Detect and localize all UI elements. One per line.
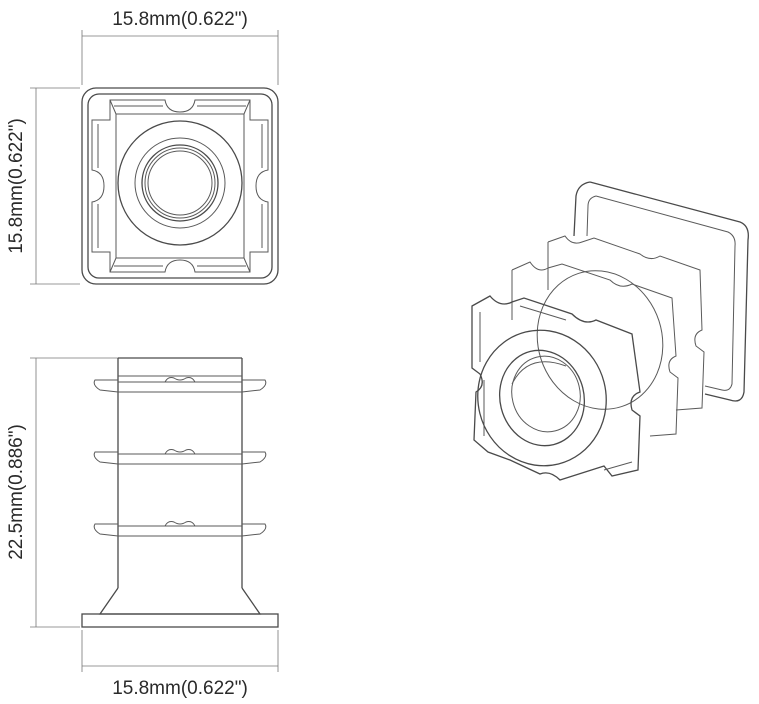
bottom-width-dimension: 15.8mm(0.622") (112, 678, 248, 699)
isometric-view (471, 181, 749, 481)
top-width-dimension: 15.8mm(0.622") (112, 9, 248, 30)
length-dimension: 22.5mm(0.886") (6, 424, 27, 560)
side-view (30, 357, 279, 672)
side-height-dimension: 15.8mm(0.622") (6, 118, 27, 254)
top-view (30, 30, 279, 285)
